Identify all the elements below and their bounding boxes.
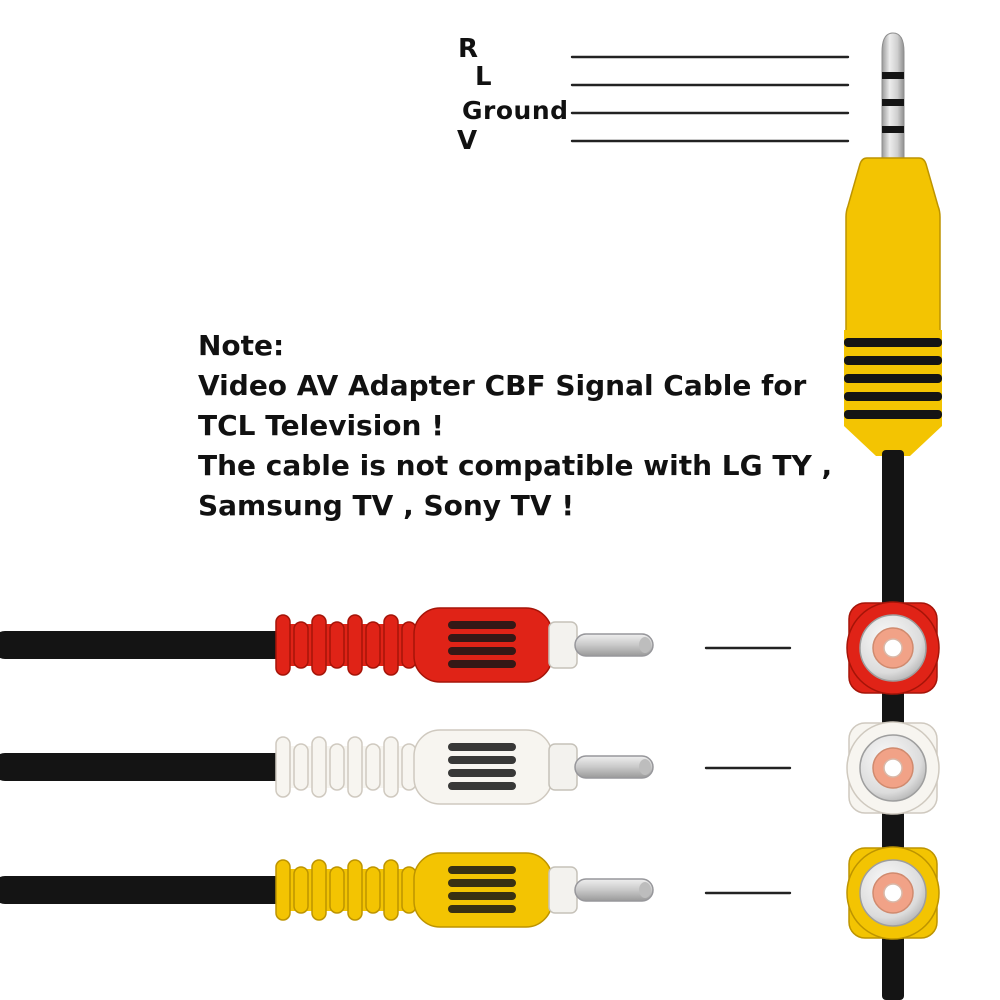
label-left-audio: L <box>475 62 493 92</box>
rca-jack-white-icon <box>846 721 940 815</box>
note-line: The cable is not compatible with LG TY , <box>198 449 833 482</box>
rca-jack-yellow-icon <box>846 846 940 940</box>
rca-plug-red-icon <box>0 607 654 683</box>
trrs-plug-icon <box>844 32 942 456</box>
plug-tip <box>881 32 905 161</box>
label-video: V <box>457 126 478 156</box>
label-right-audio: R <box>458 34 479 64</box>
jack-hole <box>883 758 903 778</box>
cable <box>0 753 288 781</box>
rca-jack-red-icon <box>846 601 940 695</box>
cable <box>0 876 288 904</box>
label-ground: Ground <box>462 96 569 125</box>
barrel <box>413 729 553 805</box>
plug-taper <box>844 426 942 456</box>
pin <box>574 878 654 902</box>
pin <box>574 633 654 657</box>
jack-pointer-lines <box>704 646 792 895</box>
note-line: Video AV Adapter CBF Signal Cable for <box>198 369 807 402</box>
cable <box>0 631 288 659</box>
jack-hole <box>883 883 903 903</box>
collar <box>548 743 578 791</box>
note-line: Note: <box>198 329 285 362</box>
barrel <box>413 852 553 928</box>
collar <box>548 866 578 914</box>
collar <box>548 621 578 669</box>
plug-body <box>845 157 941 333</box>
rca-plug-yellow-icon <box>0 852 654 928</box>
pin <box>574 755 654 779</box>
jack-hole <box>883 638 903 658</box>
note-text: Note: Video AV Adapter CBF Signal Cable … <box>198 326 838 526</box>
note-line: Samsung TV , Sony TV ! <box>198 489 575 522</box>
rca-plug-white-icon <box>0 729 654 805</box>
barrel <box>413 607 553 683</box>
plug-pointer-lines <box>570 55 850 143</box>
note-line: TCL Television ! <box>198 409 444 442</box>
